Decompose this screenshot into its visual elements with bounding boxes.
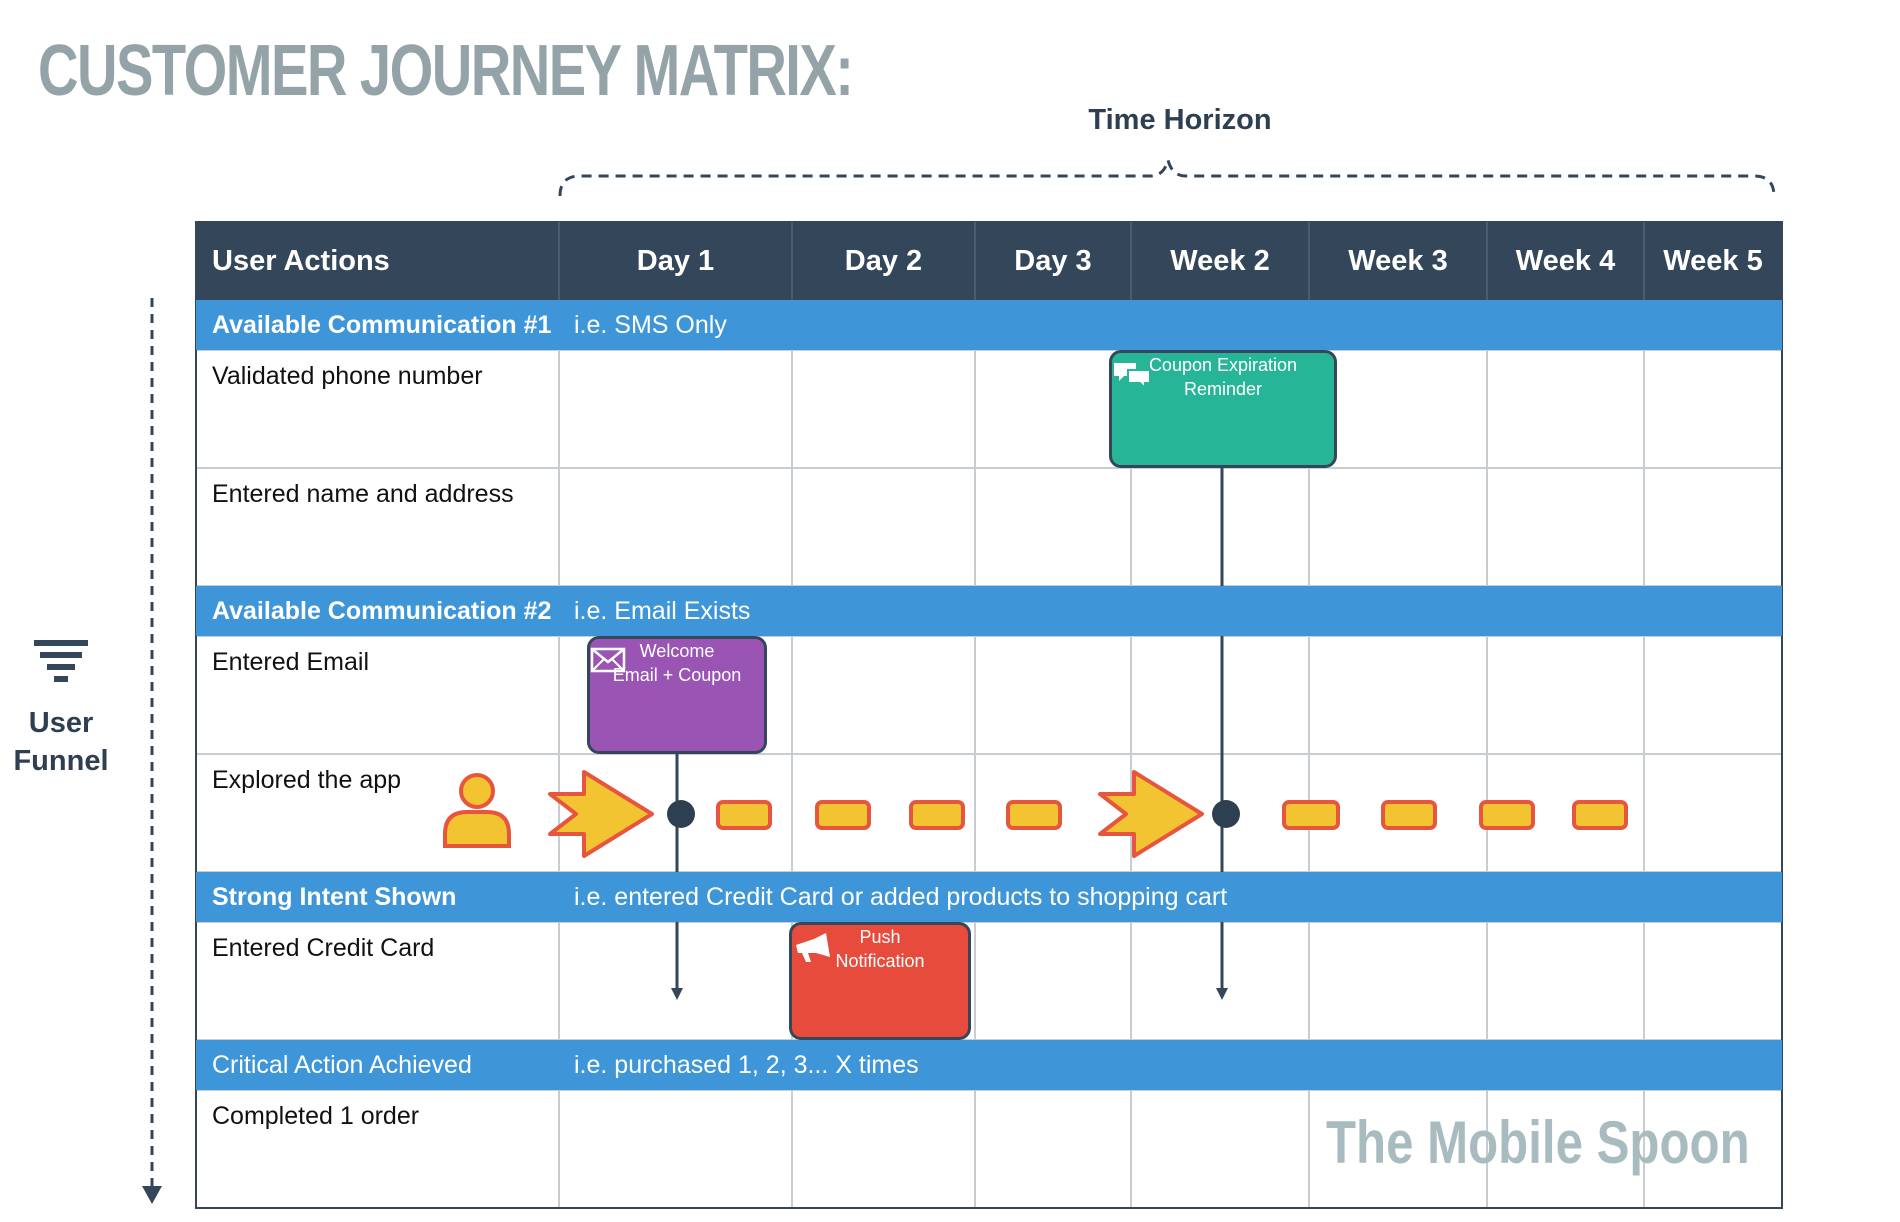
header-day-1: Day 1 [559,222,792,300]
section-note: i.e. SMS Only [574,311,727,339]
watermark: The Mobile Spoon [1326,1109,1750,1176]
header-week-4: Week 4 [1487,222,1644,300]
funnel-icon [34,640,88,682]
header-week-2: Week 2 [1131,222,1309,300]
journey-arrow-week2 [1098,770,1204,858]
journey-arrow-day1 [548,770,654,858]
touchpoint-text-line1: Coupon Expiration [1148,355,1298,375]
envelope-icon [590,647,626,673]
user-funnel-line2: Funnel [13,745,109,777]
section-note: i.e. purchased 1, 2, 3... X times [574,1051,919,1079]
touchpoint-text-line2: Email + Coupon [612,665,742,685]
section-label: Strong Intent Shown [212,883,457,911]
journey-path-dashes [716,800,1628,830]
row-label-validated-phone: Validated phone number [212,362,483,390]
section-label: Available Communication #2 [212,597,552,625]
row-label-explored-app: Explored the app [212,766,402,794]
time-horizon-brace [558,159,1776,197]
touchpoint-push-notification: Push Notification [789,922,971,1040]
section-note: i.e. entered Credit Card or added produc… [574,883,1228,911]
section-band-communication-1: Available Communication #1 i.e. SMS Only [196,300,1782,350]
header-divider [974,222,976,300]
section-band-critical-action: Critical Action Achieved i.e. purchased … [196,1040,1782,1090]
header-divider [1130,222,1132,300]
header-divider [1643,222,1645,300]
touchpoint-text-line1: Push [859,927,901,947]
milestone-dot-day1 [667,800,695,828]
header-divider [791,222,793,300]
header-week-5: Week 5 [1644,222,1782,300]
header-day-3: Day 3 [975,222,1131,300]
chat-bubbles-icon [1114,363,1151,389]
user-funnel-label: User Funnel [0,704,122,780]
user-funnel-line1: User [28,707,94,739]
section-band-communication-2: Available Communication #2 i.e. Email Ex… [196,586,1782,636]
milestone-dot-week2 [1212,800,1240,828]
section-label: Available Communication #1 [212,311,552,339]
touchpoint-coupon-expiration: Coupon Expiration Reminder [1109,350,1337,468]
user-person-icon [443,773,511,848]
row-label-completed-order: Completed 1 order [212,1102,420,1130]
header-divider [1486,222,1488,300]
header-divider [558,222,560,300]
touchpoint-text-line2: Notification [835,951,925,971]
page-title: CUSTOMER JOURNEY MATRIX: [38,31,854,111]
row-label-entered-name-address: Entered name and address [212,480,514,508]
touchpoint-text-line2: Reminder [1183,379,1263,399]
header-week-3: Week 3 [1309,222,1487,300]
time-horizon-label: Time Horizon [1088,104,1272,136]
header-user-actions: User Actions [196,222,559,300]
touchpoint-text-line1: Welcome [639,641,715,661]
section-band-strong-intent: Strong Intent Shown i.e. entered Credit … [196,872,1782,922]
row-label-entered-email: Entered Email [212,648,370,676]
touchpoint-welcome-email: Welcome Email + Coupon [587,636,767,754]
header-divider [1308,222,1310,300]
header-day-2: Day 2 [792,222,975,300]
section-note: i.e. Email Exists [574,597,751,625]
megaphone-icon [796,933,830,962]
section-label: Critical Action Achieved [212,1051,472,1079]
user-funnel-arrowhead [142,1186,162,1204]
row-label-entered-credit-card: Entered Credit Card [212,934,435,962]
